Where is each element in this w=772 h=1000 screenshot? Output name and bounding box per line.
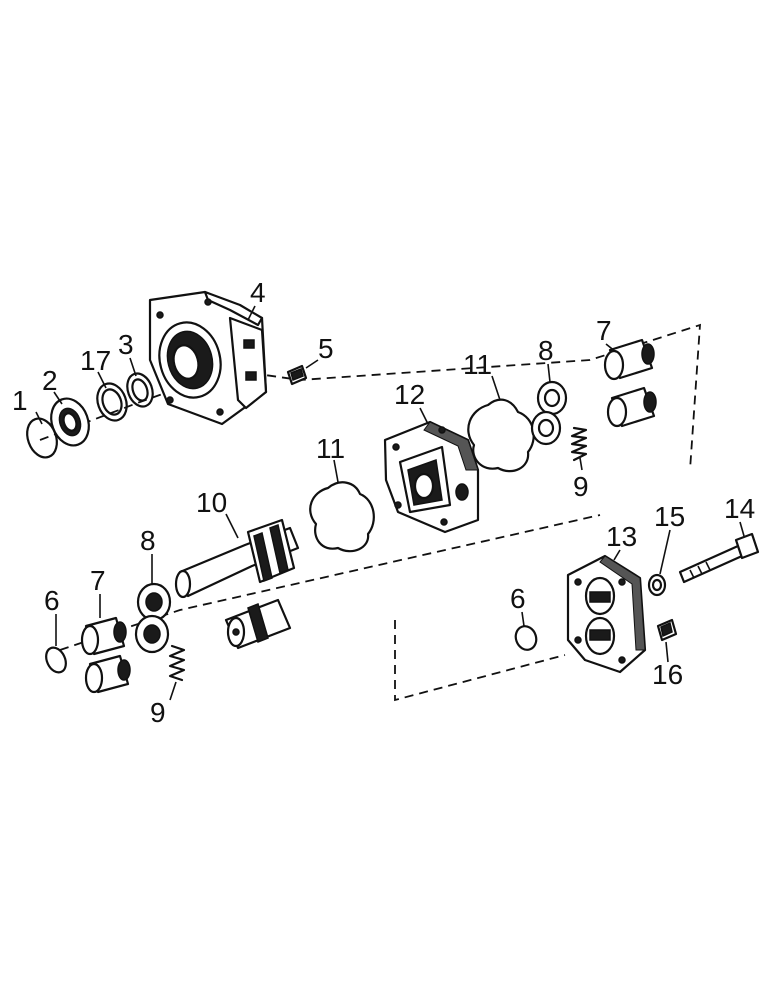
callout-9-lower: 9 bbox=[150, 697, 166, 728]
seal-part-2 bbox=[50, 397, 90, 447]
callout-2: 2 bbox=[42, 365, 58, 396]
cap-screw-part-14 bbox=[678, 532, 760, 584]
callout-7-lower: 7 bbox=[90, 565, 106, 596]
drive-shaft-gear-part-10 bbox=[174, 518, 300, 650]
callout-10: 10 bbox=[196, 487, 227, 518]
spring-part-9-upper bbox=[570, 426, 588, 462]
flange-housing-part-4 bbox=[148, 290, 268, 426]
gear-housing-part-12 bbox=[383, 420, 480, 534]
callout-4: 4 bbox=[250, 277, 266, 308]
callout-6-left: 6 bbox=[44, 585, 60, 616]
o-ring-part-6-right bbox=[514, 625, 538, 651]
fitting-part-16 bbox=[656, 618, 678, 642]
snap-ring-part-6-left bbox=[45, 646, 67, 674]
callout-15: 15 bbox=[654, 501, 685, 532]
callout-17: 17 bbox=[80, 345, 111, 376]
callout-11-lower: 11 bbox=[316, 433, 345, 464]
callout-8-lower: 8 bbox=[140, 525, 156, 556]
gasket-part-11-lower bbox=[309, 481, 375, 553]
leader-lines bbox=[35, 305, 745, 701]
callout-12: 12 bbox=[394, 379, 425, 410]
callout-1: 1 bbox=[12, 385, 28, 416]
gasket-part-11-upper bbox=[467, 398, 535, 473]
wear-plate-part-8-upper bbox=[530, 380, 568, 446]
washer-part-15 bbox=[647, 573, 667, 597]
callout-13: 13 bbox=[606, 521, 637, 552]
callout-6-right: 6 bbox=[510, 583, 526, 614]
plug-part-5 bbox=[286, 364, 308, 386]
needle-bearing-part-7-upper bbox=[603, 338, 657, 428]
callout-11-upper: 11 bbox=[463, 349, 492, 380]
callout-7-upper: 7 bbox=[596, 315, 612, 346]
callout-16: 16 bbox=[652, 659, 683, 690]
end-cover-part-13 bbox=[566, 554, 647, 674]
callout-3: 3 bbox=[118, 329, 134, 360]
needle-bearing-part-7-lower bbox=[80, 616, 131, 694]
callout-5: 5 bbox=[318, 333, 334, 364]
callout-14: 14 bbox=[724, 493, 755, 524]
callout-9-upper: 9 bbox=[573, 471, 589, 502]
ring-part-17 bbox=[96, 382, 128, 422]
callout-8-upper: 8 bbox=[538, 335, 554, 366]
washer-part-3 bbox=[126, 372, 154, 408]
spring-part-9-lower bbox=[168, 644, 186, 682]
callout-labels: 1 2 17 3 4 5 11 8 7 12 9 11 10 8 7 6 9 1… bbox=[12, 277, 755, 728]
wear-plate-part-8-lower bbox=[134, 582, 172, 654]
